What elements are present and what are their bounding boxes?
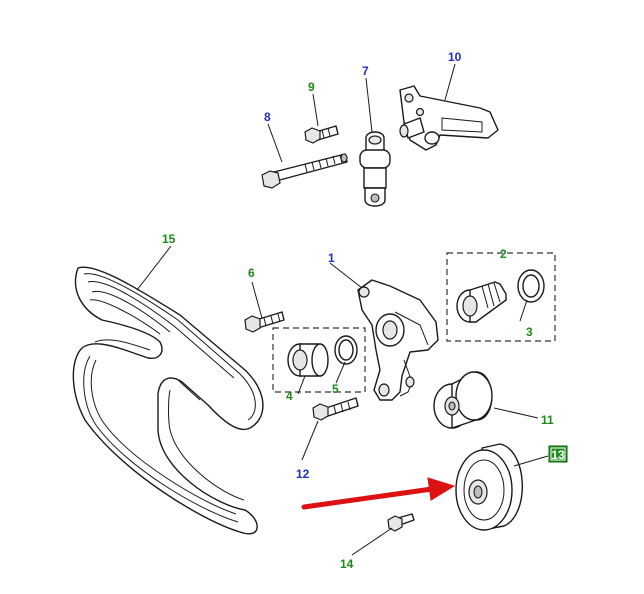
callout-8: 8	[264, 110, 271, 124]
callout-9: 9	[308, 80, 315, 94]
bush-spacer	[287, 343, 329, 377]
bolt-12	[312, 397, 359, 421]
pointer-arrow	[301, 477, 456, 510]
o-ring-large	[517, 269, 545, 303]
long-bolt	[261, 153, 348, 189]
bolt-14	[387, 513, 415, 532]
callout-15: 15	[162, 232, 176, 246]
large-idler-pulley	[455, 443, 523, 531]
idler-pulley	[433, 371, 493, 429]
group-box-2-3	[446, 252, 556, 342]
tensioner-bracket	[399, 85, 499, 151]
callout-11: 11	[541, 413, 554, 427]
callout-10: 10	[448, 50, 462, 64]
callout-1: 1	[328, 251, 335, 265]
callout-13-badge: 13	[548, 445, 568, 463]
group-box-4-5	[272, 327, 366, 393]
callout-2: 2	[500, 247, 507, 261]
callout-12: 12	[296, 467, 310, 481]
callout-7: 7	[362, 64, 369, 78]
tensioner-arm	[357, 279, 439, 401]
o-ring-small	[334, 335, 358, 365]
threaded-bush	[456, 281, 507, 323]
callout-5: 5	[332, 382, 339, 396]
callout-6: 6	[248, 266, 255, 280]
damper-strut	[359, 131, 391, 207]
callout-4: 4	[286, 389, 293, 403]
callout-14: 14	[340, 557, 354, 571]
callout-13: 13	[551, 448, 565, 462]
callout-3: 3	[526, 325, 533, 339]
drive-belt	[72, 266, 264, 535]
callouts: 1 2 3 4 5 6 7 8 9 10 11 12 14 15	[162, 50, 554, 571]
bolt-6	[244, 311, 285, 333]
short-bolt	[304, 125, 339, 144]
leader-lines	[136, 63, 549, 556]
